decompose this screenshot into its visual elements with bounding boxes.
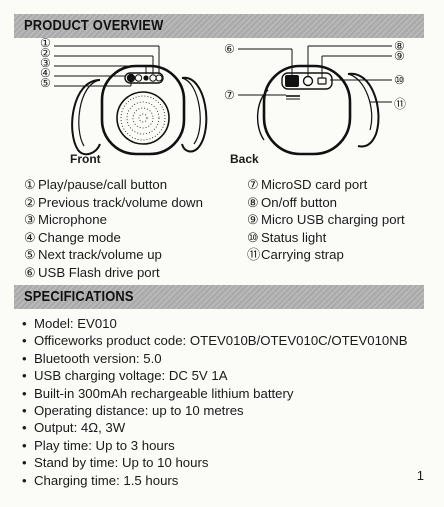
product-diagram: ① ② ③ ④ ⑤ ⑥ ⑦ ⑧ ⑨ ⑩ ⑪ Front Back [0,36,444,170]
product-overview-title: PRODUCT OVERVIEW [24,17,164,34]
spec-item: •Bluetooth version: 5.0 [22,350,162,366]
spec-item: •Officeworks product code: OTEV010B/OTEV… [22,333,408,349]
back-speaker-drawing [238,45,392,156]
callout-6: ⑥ [224,42,235,56]
specifications-banner: SPECIFICATIONS [14,285,424,309]
callout-10: ⑩ [394,73,405,87]
page-number: 1 [416,468,424,483]
callout-9: ⑨ [394,49,405,63]
speaker-illustration [54,45,392,156]
callout-1: ① [40,36,51,50]
spec-item: •Stand by time: Up to 10 hours [22,455,209,471]
callout-11: ⑪ [394,97,407,111]
part-item: ⑪Carrying strap [247,247,344,262]
callout-3: ③ [40,56,51,70]
spec-item: •Operating distance: up to 10 metres [22,403,244,419]
callout-5: ⑤ [40,76,51,90]
callout-8: ⑧ [394,39,405,53]
callout-7: ⑦ [224,88,235,102]
spec-item: •Built-in 300mAh rechargeable lithium ba… [22,385,294,401]
front-label: Front [70,152,101,166]
spec-item: •Play time: Up to 3 hours [22,437,175,453]
specifications-list: •Model: EV010 •Officeworks product code:… [22,315,408,489]
product-overview-banner: PRODUCT OVERVIEW [14,14,424,38]
callout-2: ② [40,46,51,60]
spec-item: •Charging time: 1.5 hours [22,472,179,488]
callout-4: ④ [40,66,51,80]
spec-item: •USB charging voltage: DC 5V 1A [22,368,228,384]
front-speaker-drawing [54,45,208,156]
back-label: Back [230,152,259,166]
spec-item: •Output: 4Ω, 3W [22,420,126,436]
specifications-title: SPECIFICATIONS [24,288,134,305]
spec-item: •Model: EV010 [22,316,117,331]
